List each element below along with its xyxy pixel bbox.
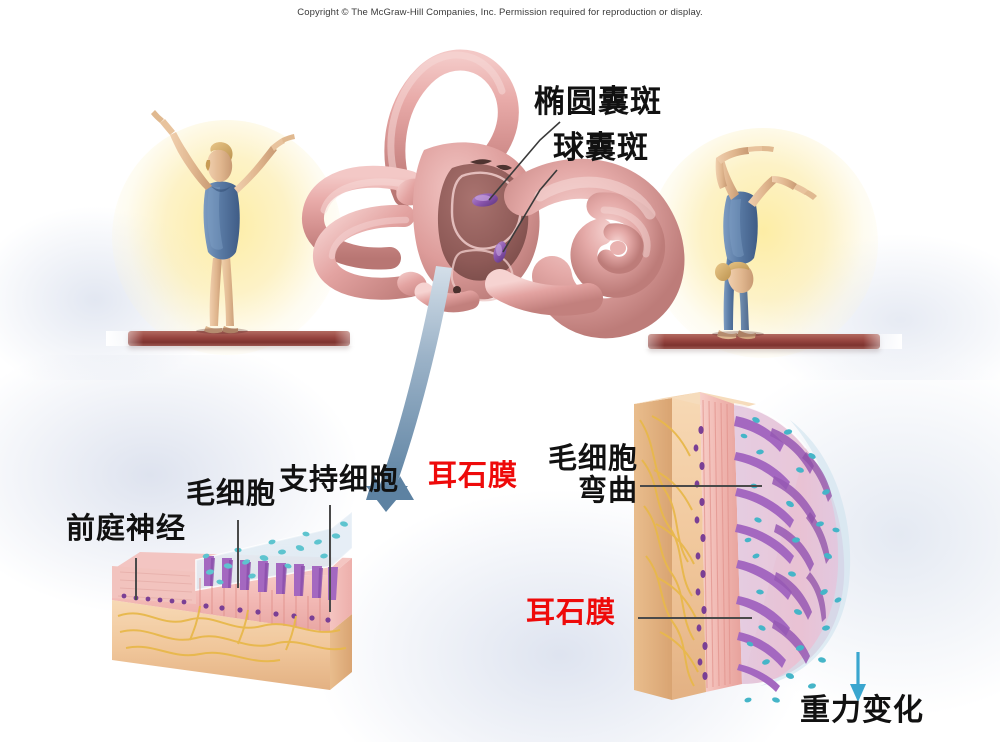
vestibular-nerve-fibers [117, 605, 347, 663]
label-gravity-change: 重力变化 [800, 694, 924, 727]
glow-right [648, 128, 878, 358]
label-hair-cells-bending-line2: 弯曲 [577, 475, 638, 508]
otoliths [202, 521, 348, 585]
label-vestibular-nerve: 前庭神经 [66, 513, 187, 545]
label-otolithic-membrane-left: 耳石膜 [428, 460, 519, 492]
label-hair-cells-bending: 毛细胞 弯曲 [530, 443, 638, 508]
supporting-cells-columns [199, 578, 321, 632]
label-supporting-cells: 支持细胞 [279, 464, 400, 496]
label-saccular-macula: 球囊斑 [553, 130, 649, 165]
leader-lines-macula [488, 121, 561, 253]
glow-left [112, 120, 342, 355]
gymnast-upright-figure [151, 110, 295, 334]
otoliths-right [740, 417, 842, 703]
label-otolithic-membrane-right: 耳石膜 [526, 597, 617, 629]
background-tint-upper [0, 0, 1000, 380]
background-tint-lower [0, 355, 1000, 742]
hair-cells-purple [204, 556, 338, 600]
copyright-notice: Copyright © The McGraw-Hill Companies, I… [297, 7, 703, 18]
cell-nuclei [121, 593, 331, 623]
macula-block-tilted [634, 392, 851, 703]
label-utricular-macula: 椭圆囊斑 [534, 84, 662, 119]
bent-hair-cells [734, 416, 794, 692]
balance-beam-left [106, 331, 372, 346]
leader-lines-right-block [638, 485, 762, 619]
gymnast-handstand-figure [712, 146, 817, 340]
balance-beam-right [626, 334, 902, 349]
cochlea-spiral [504, 158, 685, 339]
vestibular-nerve-fibers-right [639, 415, 699, 687]
label-hair-cells-bending-line1: 毛细胞 [547, 443, 638, 475]
label-hair-cells: 毛细胞 [186, 478, 277, 510]
